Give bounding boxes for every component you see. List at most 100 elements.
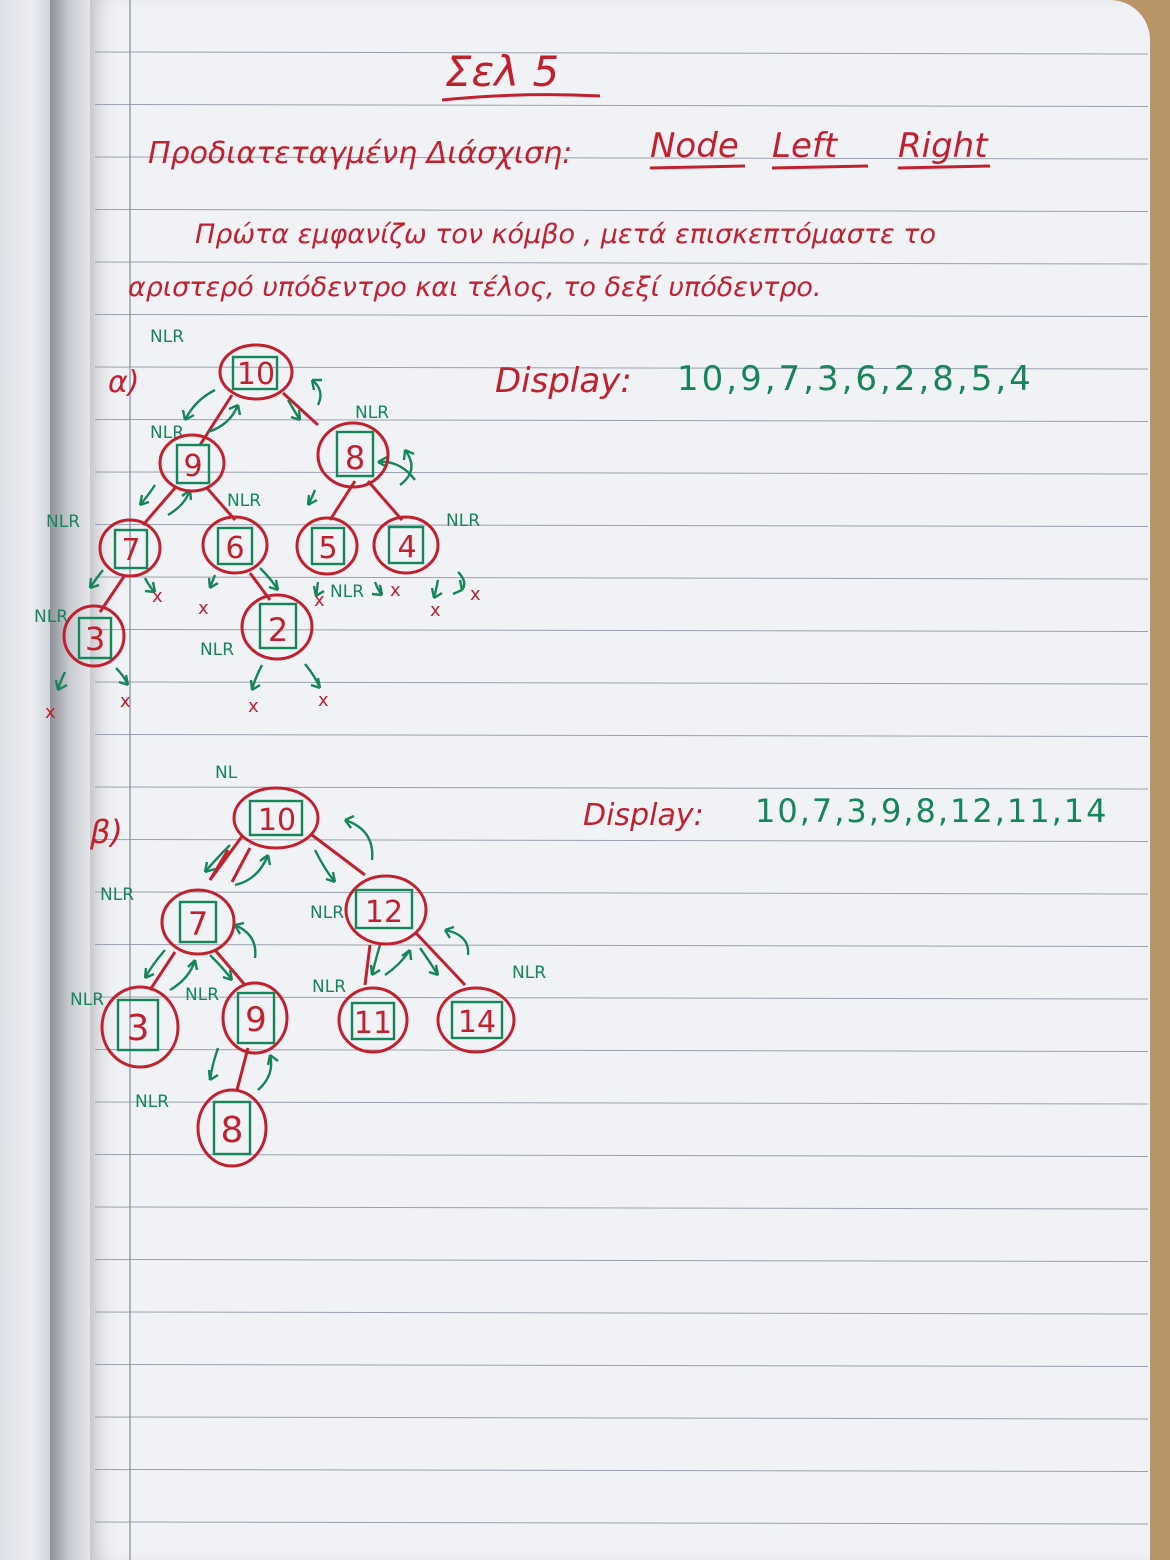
heading-node: Node bbox=[650, 126, 739, 166]
tree-b: β) Display: 10,7,3,9,8,12,11,14 bbox=[70, 763, 1109, 1168]
edge-9-8 bbox=[235, 1047, 250, 1091]
edge-9-6 bbox=[205, 487, 237, 521]
tree-node: 8 bbox=[196, 1088, 268, 1168]
rule-line bbox=[94, 944, 1149, 947]
part-b-label: β) bbox=[89, 813, 123, 851]
part-b-display-label: Display: bbox=[583, 798, 704, 833]
svg-text:x: x bbox=[430, 600, 441, 621]
svg-text:8: 8 bbox=[345, 439, 365, 477]
nlr-label: NLR bbox=[227, 491, 261, 511]
rule-line bbox=[94, 471, 1149, 475]
nlr-label: NLR bbox=[355, 403, 389, 423]
svg-text:12: 12 bbox=[365, 895, 403, 930]
description-line-2: αριστερό υπόδεντρο και τέλος, το δεξί υπ… bbox=[128, 272, 821, 303]
tree-node: 2 bbox=[240, 593, 314, 661]
svg-text:4: 4 bbox=[397, 530, 416, 565]
title-underline bbox=[441, 93, 601, 102]
part-b-display-values: 10,7,3,9,8,12,11,14 bbox=[755, 792, 1109, 830]
nlr-label: NLR bbox=[46, 512, 80, 532]
nlr-label: NLR bbox=[70, 990, 104, 1010]
edge-7-3 bbox=[98, 574, 127, 613]
rule-line bbox=[94, 261, 1149, 265]
rule-line bbox=[94, 1364, 1149, 1367]
svg-text:x: x bbox=[390, 580, 401, 601]
svg-text:2: 2 bbox=[268, 611, 288, 649]
tree-node: 12 bbox=[344, 874, 428, 946]
underline-node bbox=[649, 164, 746, 170]
svg-text:x: x bbox=[470, 584, 481, 605]
page-title: Σελ 5 bbox=[445, 47, 559, 96]
svg-text:x: x bbox=[318, 690, 329, 711]
part-a-display-values: 10,9,7,3,6,2,8,5,4 bbox=[677, 359, 1034, 399]
tree-node: 14 bbox=[436, 986, 516, 1054]
tree-node: 3 bbox=[62, 604, 126, 668]
svg-text:x: x bbox=[314, 590, 325, 611]
tree-node: 3 bbox=[100, 985, 180, 1069]
tree-node: 7 bbox=[160, 888, 236, 956]
rule-line bbox=[94, 786, 1149, 790]
nlr-label: NLR bbox=[330, 582, 364, 602]
underline-left bbox=[771, 164, 869, 170]
nl-label: NL bbox=[215, 763, 238, 783]
svg-text:x: x bbox=[45, 702, 56, 723]
part-a-display-label: Display: bbox=[495, 361, 632, 401]
null-markers-a: x x x x x x x x x x bbox=[45, 580, 481, 723]
svg-text:5: 5 bbox=[318, 531, 337, 566]
tree-node: 5 bbox=[295, 516, 359, 576]
heading-right: Right bbox=[898, 126, 989, 166]
description-line-1: Πρώτα εμφανίζω τον κόμβο , μετά επισκεπτ… bbox=[195, 219, 936, 250]
rule-line bbox=[94, 156, 1149, 160]
nlr-label: NLR bbox=[185, 985, 219, 1005]
rule-line bbox=[94, 1311, 1149, 1315]
tree-node: 10 bbox=[232, 786, 320, 850]
edge-12-11 bbox=[363, 944, 372, 986]
edge-10-12 bbox=[311, 833, 366, 877]
rule-line bbox=[94, 681, 1149, 685]
rule-line bbox=[94, 51, 1149, 55]
notebook-page bbox=[90, 0, 1150, 1560]
rule-line bbox=[94, 996, 1149, 1000]
rule-line bbox=[94, 839, 1149, 842]
nlr-label: NLR bbox=[135, 1092, 169, 1112]
nlr-label: NLR bbox=[312, 977, 346, 997]
tree-node: 11 bbox=[337, 986, 409, 1054]
ruled-lines bbox=[94, 51, 1149, 1525]
tree-node: 10 bbox=[218, 343, 294, 401]
tree-node: 6 bbox=[201, 515, 269, 575]
svg-text:3: 3 bbox=[85, 620, 105, 658]
nlr-label: NLR bbox=[310, 903, 344, 923]
nlr-label: NLR bbox=[150, 423, 184, 443]
edge-8-4 bbox=[366, 480, 404, 521]
rule-line bbox=[94, 419, 1149, 422]
tree-node: 7 bbox=[98, 518, 162, 578]
svg-text:x: x bbox=[152, 586, 163, 607]
edge-7-9 bbox=[213, 949, 247, 986]
svg-text:14: 14 bbox=[458, 1005, 496, 1040]
tree-a: α) Display: 10,9,7,3,6,2,8,5,4 bbox=[34, 327, 1034, 723]
edge-12-14 bbox=[413, 930, 467, 987]
rule-line bbox=[94, 1521, 1149, 1525]
heading-label: Προδιατεταγμένη Διάσχιση: bbox=[148, 136, 572, 171]
nlr-label: NLR bbox=[150, 327, 184, 347]
part-a-label: α) bbox=[108, 365, 139, 400]
svg-text:7: 7 bbox=[121, 533, 140, 568]
svg-text:9: 9 bbox=[245, 1000, 267, 1040]
nlr-label: NLR bbox=[512, 963, 546, 983]
edge-7-3 bbox=[148, 951, 177, 991]
svg-text:10: 10 bbox=[237, 357, 275, 392]
svg-text:8: 8 bbox=[221, 1110, 244, 1151]
svg-text:3: 3 bbox=[127, 1008, 150, 1049]
nlr-label: NLR bbox=[100, 885, 134, 905]
rule-line bbox=[94, 1469, 1149, 1472]
heading-left: Left bbox=[772, 126, 839, 166]
svg-text:x: x bbox=[120, 691, 131, 712]
svg-text:x: x bbox=[248, 696, 259, 717]
nlr-label: NLR bbox=[446, 511, 480, 531]
svg-text:6: 6 bbox=[225, 531, 244, 566]
rule-line bbox=[94, 1206, 1149, 1210]
svg-text:9: 9 bbox=[183, 449, 202, 484]
edge-10-7-double bbox=[208, 847, 252, 883]
rule-line bbox=[94, 891, 1149, 895]
rule-line bbox=[94, 366, 1149, 370]
